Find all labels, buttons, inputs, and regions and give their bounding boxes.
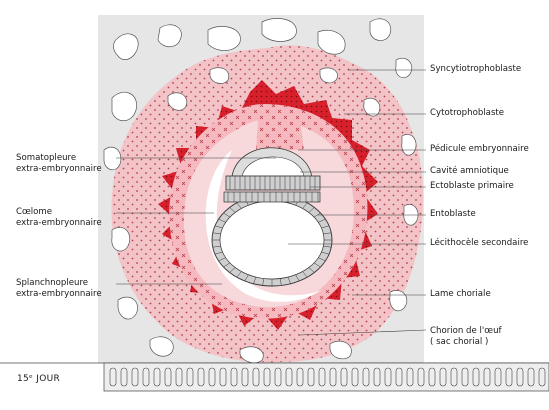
label-splanchnopleure: Splanchnopleure extra-embryonnaire <box>16 278 102 299</box>
label-entoblaste: Entoblaste <box>430 209 476 219</box>
yolk-sac <box>211 191 333 287</box>
leader-lines <box>116 69 427 336</box>
label-somatopleure: Somatopleure extra-embryonnaire <box>16 153 102 174</box>
label-pedicule-embryonnaire: Pédicule embryonnaire <box>430 144 529 154</box>
label-syncytiotrophoblaste: Syncytiotrophoblaste <box>430 64 522 74</box>
label-ectoblaste-primaire: Ectoblaste primaire <box>430 181 514 191</box>
amniotic-cavity <box>231 147 313 179</box>
endometrium-strip <box>0 362 549 392</box>
label-lame-choriale: Lame choriale <box>430 289 491 299</box>
label-coelome: Cœlome extra-embryonnaire <box>16 207 102 228</box>
label-cytotrophoblaste: Cytotrophoblaste <box>430 108 505 118</box>
ectoblast-disc <box>225 175 321 191</box>
label-cavite-amniotique: Cavité amniotique <box>430 166 509 176</box>
label-lecithocele-secondaire: Lécithocèle secondaire <box>430 238 529 248</box>
label-chorion-oeuf: Chorion de l'œuf ( sac chorial ) <box>430 326 502 347</box>
day-label: 15ᵉ JOUR <box>17 374 61 384</box>
